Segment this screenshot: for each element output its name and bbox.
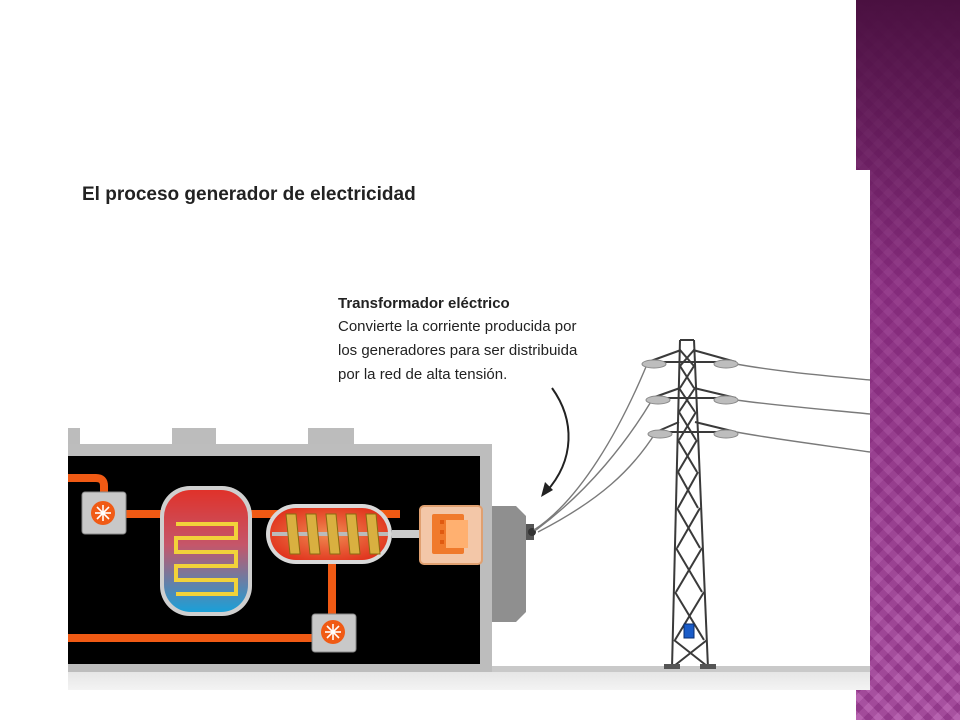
boiler-icon: [160, 486, 252, 616]
callout-arrow-icon: [541, 387, 570, 497]
decorative-sidebar: [856, 0, 960, 720]
insulator-icon: [641, 359, 739, 439]
callout: Transformador eléctrico Convierte la cor…: [338, 295, 578, 383]
turbine-icon: [266, 504, 392, 564]
generator-icon: [419, 505, 483, 565]
callout-line-3: por la red de alta tensión.: [338, 366, 507, 383]
transformer-icon: [492, 506, 536, 622]
power-plant: [68, 428, 492, 672]
callout-line-1: Convierte la corriente producida por: [338, 318, 576, 335]
callout-heading: Transformador eléctrico: [338, 295, 510, 312]
tower-sign: [683, 623, 695, 639]
ground-floor: [68, 672, 870, 690]
power-generation-diagram: El proceso generador de electricidad Tra…: [68, 184, 870, 690]
diagram-title: El proceso generador de electricidad: [82, 184, 416, 205]
pump-icon: [81, 491, 127, 535]
power-lines: [533, 361, 870, 533]
pump-icon: [311, 613, 357, 653]
callout-line-2: los generadores para ser distribuida: [338, 342, 578, 359]
